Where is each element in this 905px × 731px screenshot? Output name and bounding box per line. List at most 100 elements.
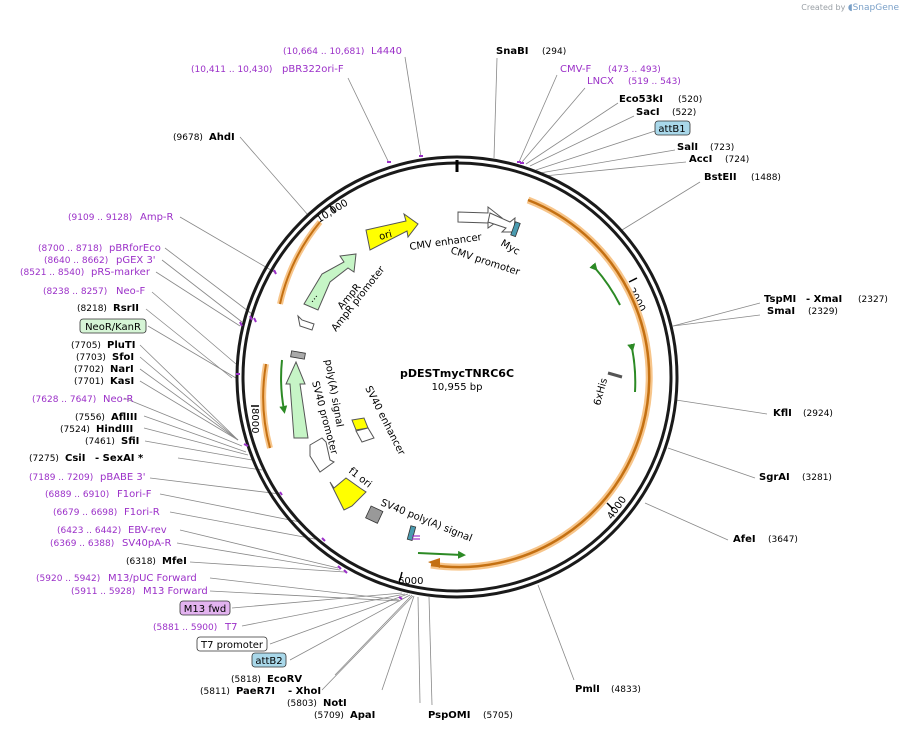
label-sexai[interactable]: - SexAI * bbox=[95, 453, 144, 464]
label-noti[interactable]: NotI bbox=[323, 698, 347, 709]
pos-f1ori-f: (6889 .. 6910) bbox=[45, 490, 109, 500]
feature-sv40-polya: SV40 poly(A) signal bbox=[379, 498, 474, 545]
label-paer7i[interactable]: PaeR7I bbox=[236, 686, 275, 697]
ori-feature[interactable] bbox=[365, 212, 419, 251]
pos-smai: (2329) bbox=[808, 307, 838, 317]
pos-noti: (5803) bbox=[287, 699, 317, 709]
pos-lncx: (519 .. 543) bbox=[628, 77, 681, 87]
pos-sali: (723) bbox=[710, 143, 734, 153]
label-sv40pa-r[interactable]: SV40pA-R bbox=[122, 538, 171, 549]
ampr-promoter-feature[interactable] bbox=[297, 314, 315, 331]
polya-feature[interactable] bbox=[290, 350, 306, 360]
label-eco53ki[interactable]: Eco53kI bbox=[619, 94, 663, 105]
label-sfii[interactable]: SfiI bbox=[121, 436, 139, 447]
label-pspomi[interactable]: PspOMI bbox=[428, 710, 470, 721]
tick-label-8000: 8000 bbox=[249, 408, 260, 433]
label-m13-fwd: M13 fwd bbox=[184, 604, 226, 615]
pos-csii: (7275) bbox=[29, 454, 59, 464]
label-acci[interactable]: AccI bbox=[689, 154, 712, 165]
label-kfli[interactable]: KflI bbox=[773, 408, 792, 419]
label-bsteii[interactable]: BstEII bbox=[704, 172, 737, 183]
label-afliii[interactable]: AflIII bbox=[111, 412, 137, 423]
label-m13puc[interactable]: M13/pUC Forward bbox=[108, 573, 197, 584]
label-sfoi[interactable]: SfoI bbox=[112, 352, 134, 363]
cmv-promoter-feature[interactable] bbox=[487, 212, 516, 233]
label-mfei[interactable]: MfeI bbox=[162, 556, 187, 567]
snapgene-logo: ◖SnapGene bbox=[848, 3, 899, 13]
label-lncx[interactable]: LNCX bbox=[587, 76, 614, 87]
label-saci[interactable]: SacI bbox=[636, 107, 660, 118]
neo-green-arc bbox=[279, 359, 288, 414]
label-snabi[interactable]: SnaBI bbox=[496, 46, 528, 57]
label-pbabe3[interactable]: pBABE 3' bbox=[100, 472, 146, 483]
sv40-promoter-large-feature[interactable] bbox=[285, 360, 309, 439]
f1-ori-feature[interactable] bbox=[329, 477, 367, 511]
pos-kfli: (2924) bbox=[803, 409, 833, 419]
attb1-box[interactable] bbox=[654, 120, 691, 136]
label-cmv-f[interactable]: CMV-F bbox=[560, 64, 591, 75]
label-xhoi[interactable]: - XhoI bbox=[288, 686, 321, 697]
label-l4440[interactable]: L4440 bbox=[371, 46, 402, 57]
label-pgex3[interactable]: pGEX 3' bbox=[116, 255, 156, 266]
label-tspmi[interactable]: TspMI bbox=[764, 294, 796, 305]
label-nari[interactable]: NarI bbox=[110, 364, 134, 375]
label-hindiii[interactable]: HindIII bbox=[96, 424, 133, 435]
backbone-outer bbox=[235, 155, 679, 599]
pos-neo-f: (8238 .. 8257) bbox=[43, 287, 107, 297]
pos-nari: (7702) bbox=[74, 365, 104, 375]
leader-lines bbox=[123, 56, 768, 706]
label-f1ori-f[interactable]: F1ori-F bbox=[117, 489, 152, 500]
pos-bsteii: (1488) bbox=[751, 173, 781, 183]
label-pmli[interactable]: PmlI bbox=[575, 684, 600, 695]
label-pbrforeco[interactable]: pBRforEco bbox=[109, 243, 161, 254]
label-t7[interactable]: T7 bbox=[224, 622, 237, 633]
label-f1ori-r[interactable]: F1ori-R bbox=[124, 507, 160, 518]
label-rsrii[interactable]: RsrII bbox=[113, 303, 139, 314]
ampr-feature[interactable] bbox=[303, 253, 357, 311]
attb2-box[interactable] bbox=[251, 652, 287, 668]
label-sali[interactable]: SalI bbox=[677, 142, 698, 153]
pos-tspmi: (2327) bbox=[858, 295, 888, 305]
label-xmai[interactable]: - XmaI bbox=[806, 294, 842, 305]
pos-pspomi: (5705) bbox=[483, 711, 513, 721]
pos-prs-marker: (8521 .. 8540) bbox=[20, 268, 84, 278]
label-pbr322ori-f[interactable]: pBR322ori-F bbox=[282, 64, 344, 75]
label-neor-kanr: NeoR/KanR bbox=[85, 322, 141, 333]
pos-t7: (5881 .. 5900) bbox=[153, 623, 217, 633]
pos-f1ori-r: (6679 .. 6698) bbox=[53, 508, 117, 518]
label-ecorv[interactable]: EcoRV bbox=[267, 674, 302, 685]
neor-kanr-box[interactable] bbox=[79, 318, 147, 334]
label-attb2: attB2 bbox=[255, 656, 282, 667]
sv40-enhancer-white[interactable] bbox=[355, 427, 375, 443]
label-smai[interactable]: SmaI bbox=[767, 306, 795, 317]
label-neo-r[interactable]: Neo-R bbox=[103, 394, 134, 405]
pos-saci: (522) bbox=[672, 108, 696, 118]
label-sgrai[interactable]: SgrAI bbox=[759, 472, 790, 483]
label-neo-f[interactable]: Neo-F bbox=[116, 286, 146, 297]
myc-feature[interactable] bbox=[510, 221, 521, 238]
pos-pbr322ori-f: (10,411 .. 10,430) bbox=[191, 65, 272, 75]
credit-prefix: Created by bbox=[801, 3, 846, 12]
primer-marks-bottom bbox=[412, 535, 420, 540]
pos-pgex3: (8640 .. 8662) bbox=[44, 256, 108, 266]
m13-fwd-box[interactable] bbox=[179, 600, 231, 616]
label-afei[interactable]: AfeI bbox=[733, 534, 756, 545]
left-orange-arc-top bbox=[279, 221, 321, 305]
label-m13-forward[interactable]: M13 Forward bbox=[143, 586, 208, 597]
label-prs-marker[interactable]: pRS-marker bbox=[91, 267, 151, 278]
label-apai[interactable]: ApaI bbox=[350, 710, 375, 721]
his-tag-mark bbox=[607, 371, 623, 379]
label-kasi[interactable]: KasI bbox=[110, 376, 134, 387]
label-ebv-rev[interactable]: EBV-rev bbox=[128, 525, 167, 536]
label-pluti[interactable]: PluTI bbox=[107, 340, 135, 351]
sv40-promoter-feature[interactable] bbox=[309, 437, 335, 473]
pos-l4440: (10,664 .. 10,681) bbox=[283, 47, 364, 57]
sv40-polya-feature[interactable] bbox=[365, 505, 384, 524]
pos-cmv-f: (473 .. 493) bbox=[608, 65, 661, 75]
label-ahdi[interactable]: AhdI bbox=[209, 132, 235, 143]
label-csii[interactable]: CsiI bbox=[65, 453, 85, 464]
left-orange-arc-bottom bbox=[262, 363, 271, 449]
pos-sv40pa-r: (6369 .. 6388) bbox=[50, 539, 114, 549]
t7-promoter-box[interactable] bbox=[196, 636, 268, 652]
label-amp-r[interactable]: Amp-R bbox=[140, 212, 174, 223]
